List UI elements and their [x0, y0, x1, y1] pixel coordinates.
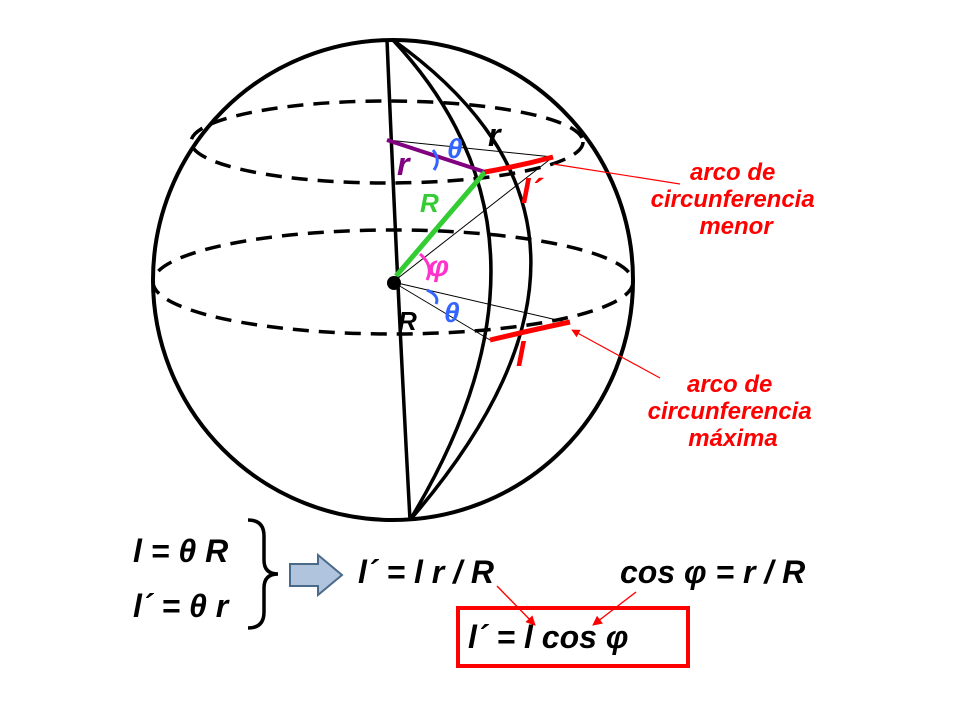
theta-bottom-arc	[426, 288, 439, 305]
center-point	[387, 276, 401, 290]
major-arc-caption-line: circunferencia	[648, 398, 812, 425]
equator-ellipse	[151, 228, 635, 336]
result-box	[456, 606, 690, 668]
formula-l-theta-R: l = θ R	[133, 533, 228, 569]
label-R-green: R	[420, 188, 439, 218]
construction-line	[392, 281, 491, 341]
construction-line	[386, 139, 554, 158]
meridian-b	[391, 38, 533, 522]
formula-result: l´ = l cos φ	[468, 619, 628, 655]
label-phi: φ	[428, 250, 449, 283]
radius-line	[394, 170, 487, 278]
label-l: l	[516, 336, 527, 374]
minor-arc	[484, 154, 554, 175]
minor-arc-caption: arco de circunferencia menor	[651, 159, 822, 240]
minor-arc-caption-line: circunferencia	[651, 186, 815, 213]
minor-arc-pointer	[552, 163, 681, 185]
major-arc-pointer	[571, 329, 661, 379]
major-arc-caption: arco de circunferencia máxima	[648, 371, 819, 452]
label-r-left: r	[397, 146, 411, 182]
minor-arc-caption-line: menor	[699, 213, 774, 240]
label-R-center: R	[398, 306, 417, 336]
label-l-prime: l´	[521, 173, 544, 211]
meridian-a	[391, 38, 493, 521]
major-arc-caption-line: arco de	[687, 371, 772, 398]
formula-cos-phi: cos φ = r / R	[620, 554, 805, 590]
minor-arc-caption-line: arco de	[690, 159, 775, 186]
major-arc-caption-line: máxima	[688, 425, 777, 452]
result-arrow-left	[496, 585, 536, 626]
formula-lprime-theta-r: l´ = θ r	[133, 588, 230, 624]
label-theta-bottom: θ	[444, 297, 460, 328]
label-r-top: r	[488, 117, 502, 153]
parallel-ellipse	[189, 99, 585, 185]
phi-arc	[418, 252, 431, 281]
label-theta-top: θ	[447, 133, 463, 164]
implies-arrow	[289, 552, 344, 598]
construction-line	[392, 156, 554, 283]
major-arc	[489, 319, 571, 343]
brace	[247, 518, 279, 630]
formula-lprime-lr-R: l´ = l r / R	[358, 554, 494, 590]
theta-top-arc	[431, 149, 439, 171]
construction-line	[392, 281, 571, 324]
